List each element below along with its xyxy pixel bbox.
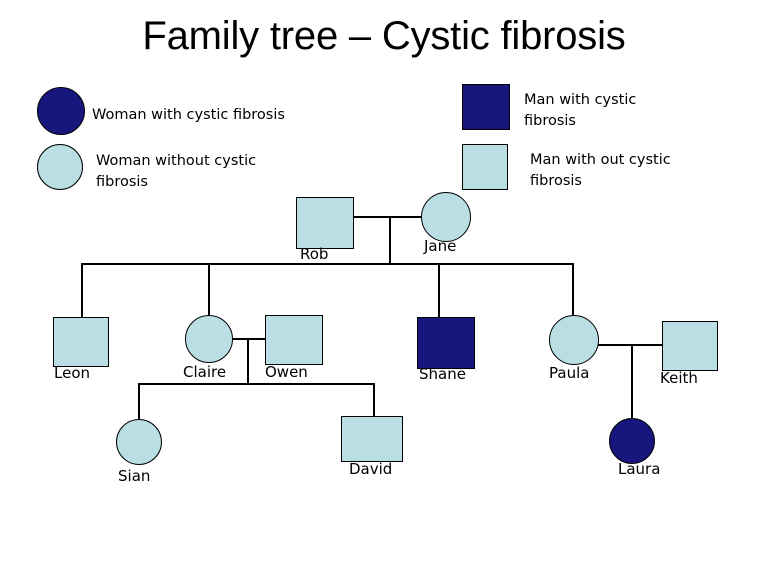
person-node-claire[interactable] — [185, 315, 233, 363]
sibship-line-claire-owen-children — [138, 383, 374, 385]
person-label-laura: Laura — [618, 460, 661, 478]
person-node-rob[interactable] — [296, 197, 354, 249]
legend-label-woman-affected: Woman with cystic fibrosis — [92, 107, 285, 123]
sibship-drop-sian — [138, 383, 140, 419]
union-line-rob-jane — [354, 216, 422, 218]
legend-swatch-woman-unaffected — [37, 144, 83, 190]
person-node-owen[interactable] — [265, 315, 323, 365]
union-line-paula-keith — [598, 344, 663, 346]
person-label-paula: Paula — [549, 364, 590, 382]
person-node-sian[interactable] — [116, 419, 162, 465]
sibship-drop-shane — [438, 263, 440, 317]
sibship-drop-david — [373, 383, 375, 416]
person-node-paula[interactable] — [549, 315, 599, 365]
person-node-keith[interactable] — [662, 321, 718, 371]
sibship-line-generation2 — [81, 263, 573, 265]
person-node-david[interactable] — [341, 416, 403, 462]
person-label-keith: Keith — [660, 369, 698, 387]
union-line-claire-owen — [232, 338, 266, 340]
legend-label-woman-unaffected: Woman without cystic fibrosis — [96, 153, 257, 191]
person-node-leon[interactable] — [53, 317, 109, 367]
descent-line-claire-owen — [247, 338, 249, 384]
sibship-drop-leon — [81, 263, 83, 317]
person-label-claire: Claire — [183, 363, 227, 381]
legend-label-man-unaffected: Man with out cystic fibrosis — [530, 152, 671, 190]
person-label-jane: Jane — [424, 237, 457, 255]
person-label-shane: Shane — [419, 365, 466, 383]
sibship-drop-paula — [572, 263, 574, 315]
descent-line-paula-keith — [631, 344, 633, 420]
legend-swatch-man-affected — [462, 84, 510, 130]
descent-line-rob-jane — [389, 216, 391, 264]
legend-swatch-man-unaffected — [462, 144, 508, 190]
person-label-david: David — [349, 460, 393, 478]
person-node-laura[interactable] — [609, 418, 655, 464]
legend-label-man-affected: Man with cystic fibrosis — [524, 92, 637, 130]
legend-swatch-woman-affected — [37, 87, 85, 135]
page-title: Family tree – Cystic fibrosis — [142, 14, 626, 58]
person-label-rob: Rob — [300, 245, 329, 263]
person-label-leon: Leon — [54, 364, 91, 382]
person-node-shane[interactable] — [417, 317, 475, 369]
person-node-jane[interactable] — [421, 192, 471, 242]
person-label-sian: Sian — [118, 467, 151, 485]
person-label-owen: Owen — [265, 363, 308, 381]
sibship-drop-claire — [208, 263, 210, 315]
